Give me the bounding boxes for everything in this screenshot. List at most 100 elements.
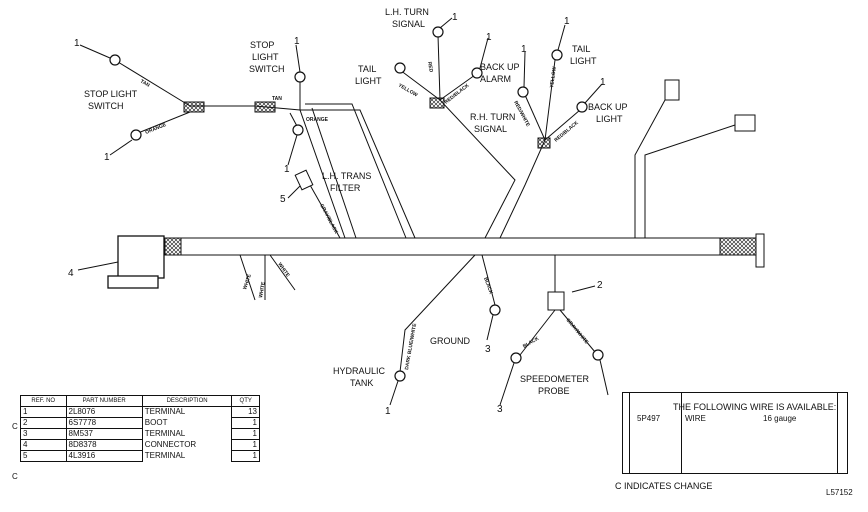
parts-table: REF. NO PART NUMBER DESCRIPTION QTY 1 2L… — [20, 395, 260, 462]
table-row: 3 8M537 TERMINAL 1 — [20, 428, 260, 440]
label-stop-light-switch-left-1: STOP LIGHT — [84, 89, 138, 99]
cell-ref: 4 — [20, 439, 67, 451]
table-row: 2 6S7778 BOOT 1 — [20, 417, 260, 429]
box-divider — [681, 393, 682, 473]
header-ref: REF. NO — [20, 395, 67, 407]
label-ground: GROUND — [430, 336, 470, 346]
label-tail-light-left-2: LIGHT — [355, 76, 382, 86]
label-tail-light-right-1: TAIL — [572, 44, 590, 54]
change-mark-row-1: C — [12, 422, 18, 431]
callout-5: 5 — [280, 194, 286, 205]
wire-label-yellow-left: YELLOW — [397, 83, 419, 99]
cell-desc: TERMINAL — [141, 450, 233, 462]
wire-label-black-probe: BLACK — [522, 336, 540, 350]
wire-label-white-2: WHITE — [258, 281, 267, 299]
cell-ref: 2 — [20, 417, 67, 429]
wire-label-orange-left: ORANGE — [145, 122, 168, 136]
callout-1-a: 1 — [74, 38, 80, 49]
cell-ref: 5 — [20, 450, 67, 462]
wire-label-tan-mid: TAN — [272, 96, 282, 102]
label-stop-light-switch-upper-1: STOP — [250, 40, 274, 50]
cell-part: 8M537 — [65, 428, 143, 440]
terminal-ground — [489, 304, 501, 316]
callout-2: 2 — [597, 280, 603, 291]
cell-part: 6S7778 — [65, 417, 143, 429]
connector-4 — [77, 235, 165, 289]
terminal-hydraulic-tank — [394, 370, 406, 382]
label-stop-light-switch-left-2: SWITCH — [88, 101, 124, 111]
label-rh-turn-signal-1: R.H. TURN — [470, 112, 515, 122]
terminal-speedo-left — [510, 352, 522, 364]
cell-desc: TERMINAL — [141, 428, 233, 440]
box-divider — [837, 393, 838, 473]
parts-table-header: REF. NO PART NUMBER DESCRIPTION QTY — [20, 395, 260, 407]
label-stop-light-switch-upper-3: SWITCH — [249, 64, 285, 74]
callout-1-b: 1 — [104, 152, 110, 163]
cell-qty: 13 — [231, 406, 260, 418]
callout-1-e: 1 — [452, 12, 458, 23]
stop-light-branch — [117, 61, 416, 239]
callout-1-j: 1 — [385, 406, 391, 417]
wire-label-yellow-right: YELLOW — [549, 66, 558, 88]
label-back-up-light-1: BACK UP — [588, 102, 628, 112]
wire-label-dark-blue-white: DARK BLUE/WHITE — [404, 322, 418, 370]
cell-part: 8D8378 — [65, 439, 143, 451]
available-wire-part-number: 5P497 — [637, 414, 661, 423]
callout-1-g: 1 — [564, 16, 570, 27]
header-part: PART NUMBER — [65, 395, 143, 407]
label-lh-trans-filter-2: FILTER — [330, 183, 361, 193]
label-lh-turn-signal-1: L.H. TURN — [385, 7, 429, 17]
terminal-stop-switch-left-bottom — [130, 129, 142, 141]
label-stop-light-switch-upper-2: LIGHT — [252, 52, 279, 62]
label-hydraulic-tank-1: HYDRAULIC — [333, 366, 386, 376]
terminal-back-up-alarm — [471, 67, 483, 79]
harness-end-cap — [755, 233, 765, 268]
cell-desc: TERMINAL — [141, 406, 233, 418]
label-rh-turn-signal-2: SIGNAL — [474, 124, 507, 134]
label-speedometer-probe-2: PROBE — [538, 386, 570, 396]
leader-lines — [79, 17, 609, 406]
label-back-up-alarm-2: ALARM — [480, 74, 511, 84]
cell-desc: BOOT — [141, 417, 233, 429]
cell-qty: 1 — [231, 450, 260, 462]
trans-filter-branch — [294, 169, 341, 239]
drawing-number: L57152 — [826, 488, 853, 497]
terminal-tail-light-left — [394, 62, 406, 74]
terminal-tail-light-right — [551, 49, 563, 61]
cell-qty: 1 — [231, 439, 260, 451]
lower-branches — [239, 254, 596, 373]
main-harness-trunk — [164, 233, 765, 268]
cell-qty: 1 — [231, 428, 260, 440]
callout-3-b: 3 — [497, 404, 503, 415]
callout-1-f: 1 — [486, 32, 492, 43]
cell-ref: 3 — [20, 428, 67, 440]
label-tail-light-right-2: LIGHT — [570, 56, 597, 66]
label-tail-light-left-1: TAIL — [358, 64, 376, 74]
wire-label-red: RED — [426, 61, 434, 73]
table-row: 5 4L3916 TERMINAL 1 — [20, 450, 260, 462]
callout-1-i: 1 — [600, 77, 606, 88]
label-speedometer-probe-1: SPEEDOMETER — [520, 374, 590, 384]
available-wire-description: WIRE — [685, 414, 706, 423]
wire-label-white-3: WHITE — [276, 262, 291, 279]
terminal-lh-turn-signal — [432, 26, 444, 38]
wire-label-white-1: WHITE — [242, 273, 253, 291]
callout-3-a: 3 — [485, 344, 491, 355]
available-wire-title: THE FOLLOWING WIRE IS AVAILABLE: — [673, 402, 837, 412]
wire-label-tan-left: TAN — [139, 79, 151, 89]
label-back-up-alarm-1: BACK UP — [480, 62, 520, 72]
terminal-back-up-light — [576, 101, 588, 113]
terminal-red-white — [517, 86, 529, 98]
table-row: 4 8D8378 CONNECTOR 1 — [20, 439, 260, 451]
header-desc: DESCRIPTION — [141, 395, 233, 407]
terminal-stop-switch-left-top — [109, 54, 121, 66]
cell-qty: 1 — [231, 417, 260, 429]
label-back-up-light-2: LIGHT — [596, 114, 623, 124]
change-mark-row-5: C — [12, 472, 18, 481]
terminal-stop-switch-upper — [294, 71, 306, 83]
wire-label-black-ground: BLACK — [482, 277, 494, 296]
callout-1-h: 1 — [521, 44, 527, 55]
available-wire-gauge: 16 gauge — [763, 414, 797, 423]
wire-label-gray-white: GRAY/WHITE — [564, 317, 589, 345]
terminal-stop-switch-lower — [292, 124, 304, 136]
